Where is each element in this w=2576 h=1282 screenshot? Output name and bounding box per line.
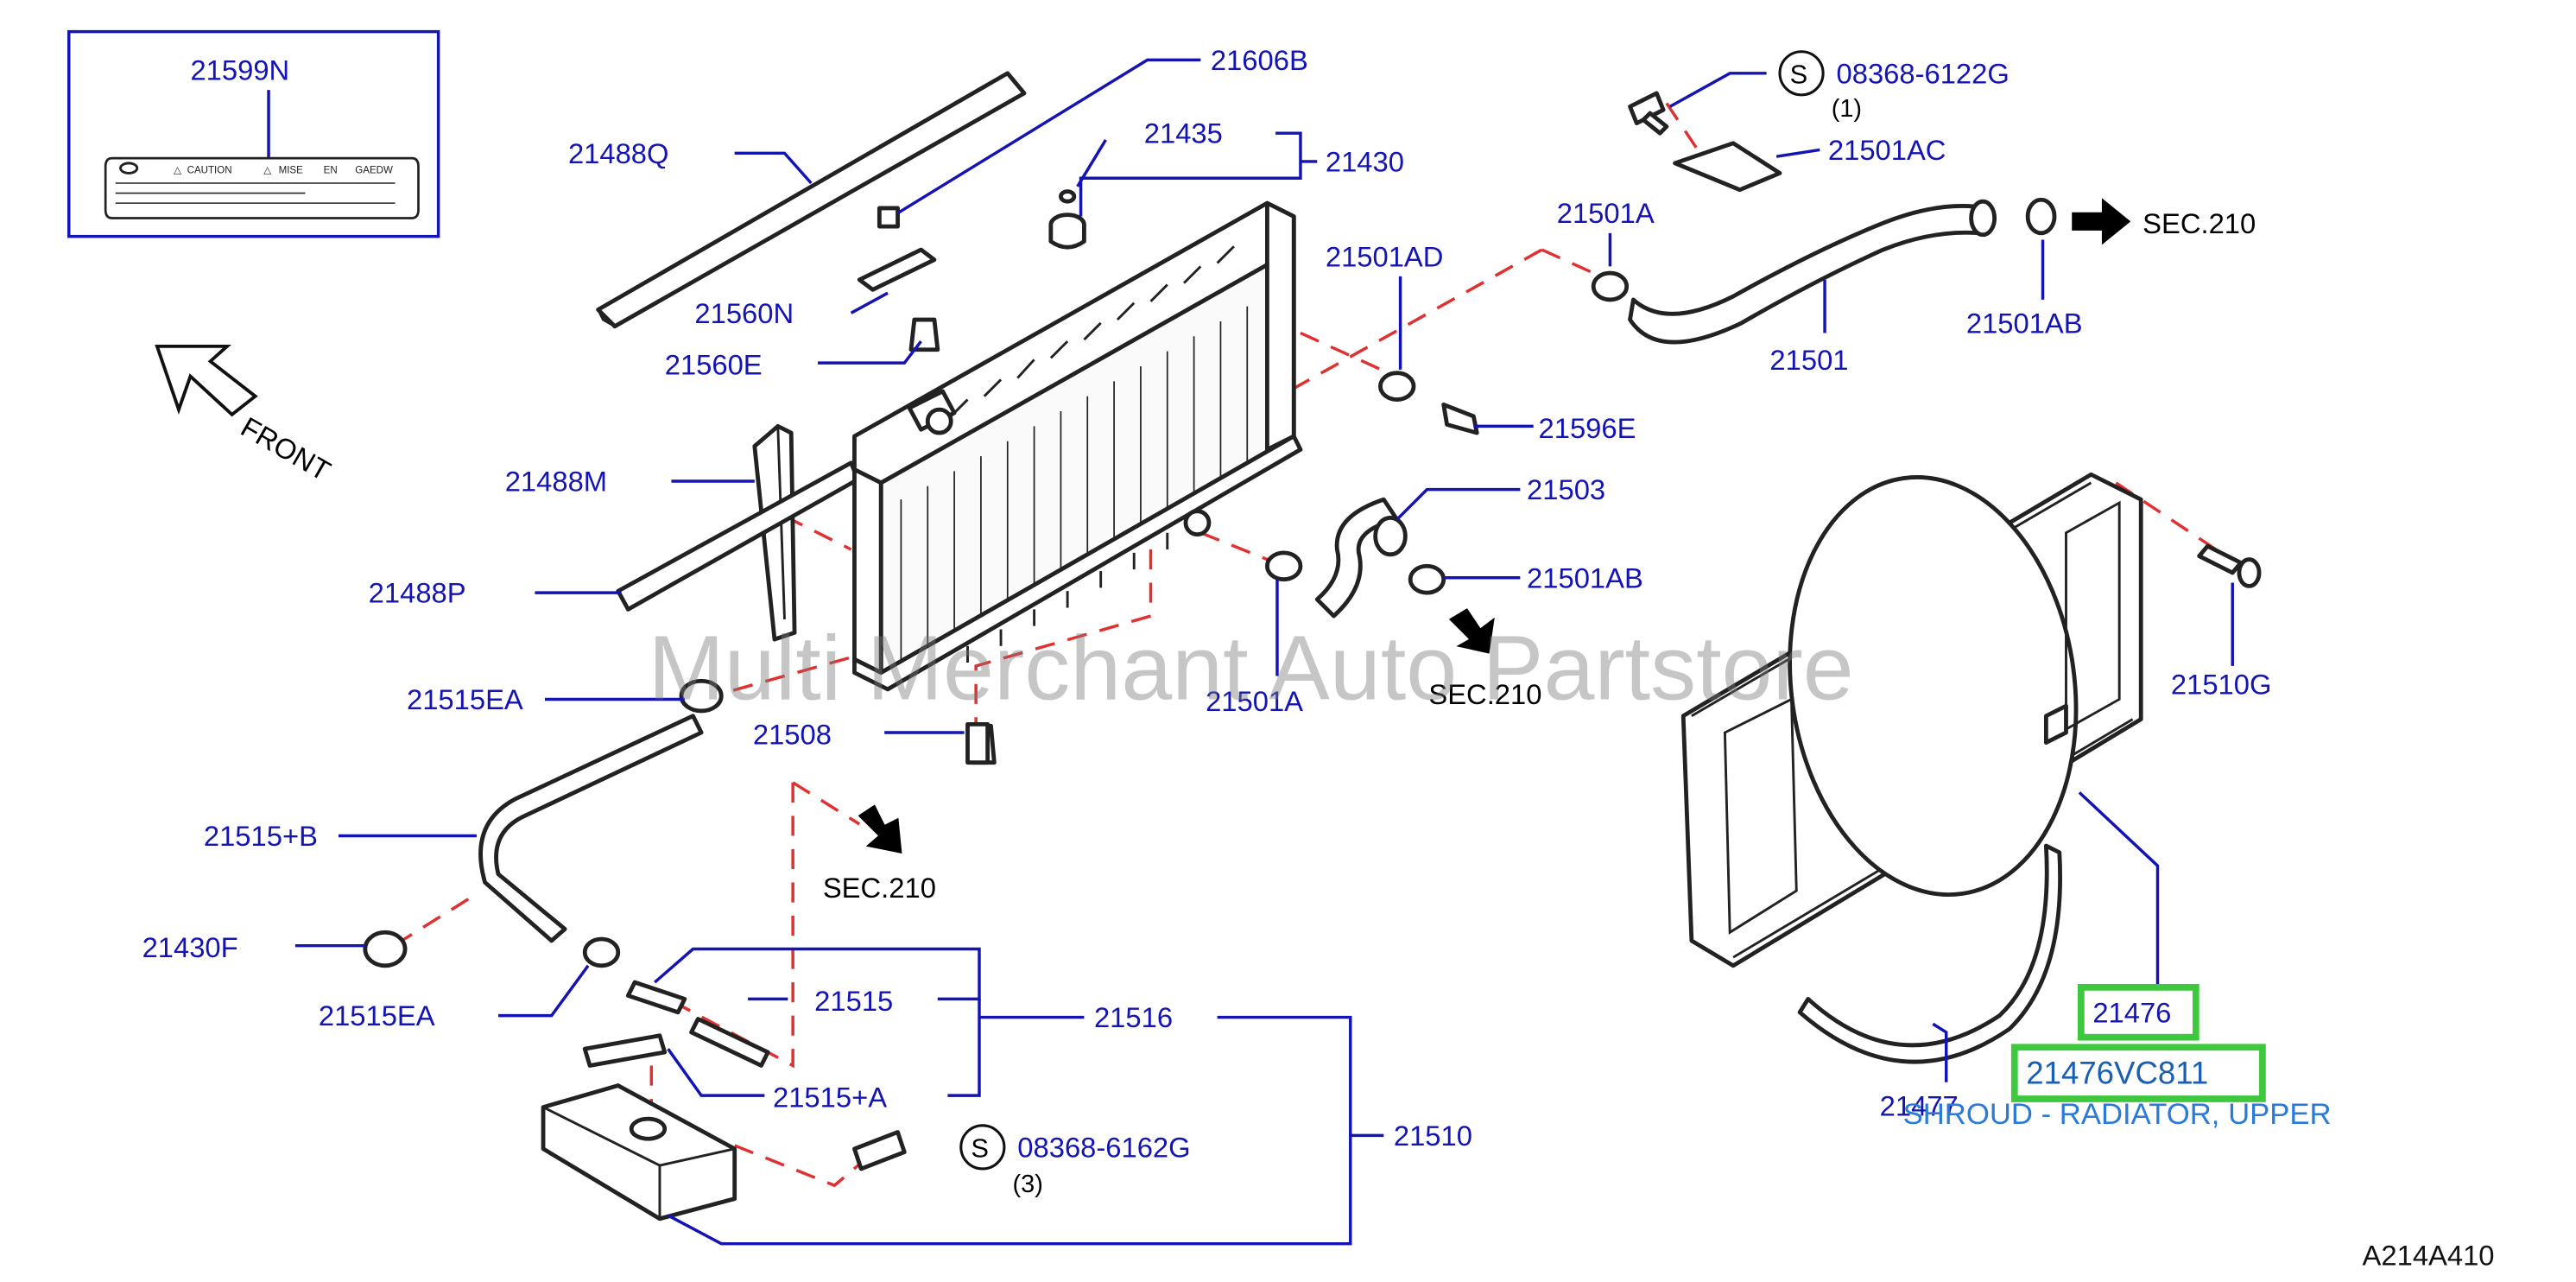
upper-seal-21488Q [596,71,1027,329]
part-label-21488P[interactable]: 21488P [369,577,466,609]
sec210-arrow-bottom: SEC.210 [823,804,936,904]
sec210-label-bottom[interactable]: SEC.210 [823,872,936,904]
svg-text:S: S [1790,59,1808,89]
part-labels: 21606B 21435 21430 21488Q 21560N 21560E … [142,44,2272,1198]
screw-symbol-bottom: S [959,1124,1006,1171]
inset-part-label[interactable]: 21599N [190,54,289,86]
part-label-21501AB-mid[interactable]: 21501AB [1527,562,1643,593]
bolt-08368-6122G [1628,91,1669,136]
highlighted-part[interactable]: 21476 21476VC811 SHROUD - RADIATOR, UPPE… [1903,984,2332,1131]
svg-text:GAEDW: GAEDW [355,165,393,175]
radiator-cap-21430 [1048,213,1086,250]
part-label-21510G[interactable]: 21510G [2171,669,2272,701]
heat-shield-21501AC [1673,141,1782,193]
part-label-08368-6162G[interactable]: 08368-6162G [1017,1131,1190,1163]
sec210-arrow-top: SEC.210 [2072,198,2256,245]
sec210-arrow-mid: SEC.210 [1428,608,1541,710]
part-label-21515EA-top[interactable]: 21515EA [407,683,523,715]
svg-text:△: △ [263,165,272,175]
part-label-21510[interactable]: 21510 [1394,1120,1472,1152]
screw-symbol-top: S [1778,50,1825,97]
overflow-hose-21515B [478,714,704,943]
plug-21596E [1441,402,1479,435]
clamp-21430F [363,930,408,968]
front-label: FRONT [236,410,336,486]
part-label-21516[interactable]: 21516 [1094,1001,1173,1033]
watermark: Multi Merchant Auto Partstore [648,617,1853,719]
quantity-1: (1) [1832,95,1862,123]
clamp-21501A-mid [1265,550,1303,582]
part-label-21503[interactable]: 21503 [1527,473,1605,505]
part-label-21501AB-top[interactable]: 21501AB [1966,307,2083,339]
part-label-21515A[interactable]: 21515+A [773,1082,887,1114]
svg-text:CAUTION: CAUTION [187,165,232,175]
sec210-label-mid[interactable]: SEC.210 [1428,678,1541,710]
clamp-21501AB-mid [1408,563,1446,595]
diagram-code: A214A410 [2363,1240,2495,1272]
part-label-08368-6122G[interactable]: 08368-6122G [1837,57,2010,89]
drain-plug-21508 [965,721,991,765]
gasket-21435 [1059,189,1077,204]
clamp-21515EA-bottom [582,936,621,968]
front-direction-arrow: FRONT [155,344,336,487]
clamp-21501AB-top [2025,197,2057,236]
part-label-21501[interactable]: 21501 [1769,344,1848,376]
part-label-21560E[interactable]: 21560E [665,349,763,381]
svg-text:S: S [971,1133,989,1163]
bolt-21510G [2197,543,2262,588]
sec210-label-top[interactable]: SEC.210 [2142,207,2256,239]
part-label-21515EA-bottom[interactable]: 21515EA [319,1000,435,1031]
leader-lines [294,58,2234,1246]
part-label-21430[interactable]: 21430 [1326,146,1404,178]
hose-21515A [582,1033,668,1068]
svg-text:EN: EN [324,165,338,175]
part-label-21488M[interactable]: 21488M [505,466,607,498]
part-label-21515B[interactable]: 21515+B [204,820,318,852]
mount-21560E [908,317,940,352]
clamp-21515EA-top [679,678,724,714]
part-label-21515[interactable]: 21515 [814,985,893,1017]
part-label-21596E[interactable]: 21596E [1539,412,1636,444]
caution-label-inset: 21599N △ CAUTION △ MISE EN GAEDW [67,29,440,238]
fan-shroud-upper-21476 [1680,472,2143,968]
clamp-21501AD [1378,371,1416,402]
upper-hose-21501 [1628,199,1997,345]
clamp-21501A-top [1591,270,1630,302]
part-label-21430F[interactable]: 21430F [142,931,238,963]
radiator-core [852,200,1303,765]
reservoir-21510 [541,1083,737,1222]
hose-21515 [625,980,770,1068]
svg-text:△: △ [174,165,182,175]
part-label-21560N[interactable]: 21560N [694,297,794,329]
bracket-21560N [857,206,937,292]
lower-hose-21503 [1314,497,1408,619]
highlighted-part-description: SHROUD - RADIATOR, UPPER [1903,1098,2332,1131]
part-label-21501A-top[interactable]: 21501A [1557,197,1655,229]
fan-shroud-lower-21477 [1797,843,2062,1064]
svg-text:MISE: MISE [279,165,304,175]
quantity-3: (3) [1013,1171,1043,1198]
bolt-08368-6162G [852,1130,907,1171]
part-label-21501A-mid[interactable]: 21501A [1206,685,1303,717]
highlighted-part-number[interactable]: 21476VC811 [2026,1056,2208,1091]
part-label-21501AC[interactable]: 21501AC [1828,134,1946,166]
part-label-21501AD[interactable]: 21501AD [1326,240,1444,272]
part-label-21435[interactable]: 21435 [1144,117,1223,149]
part-label-21488Q[interactable]: 21488Q [568,137,669,169]
part-label-21476[interactable]: 21476 [2092,996,2171,1028]
part-label-21477[interactable]: 21477 [1880,1089,1959,1121]
part-label-21606B[interactable]: 21606B [1211,44,1308,76]
part-label-21508[interactable]: 21508 [753,718,832,750]
